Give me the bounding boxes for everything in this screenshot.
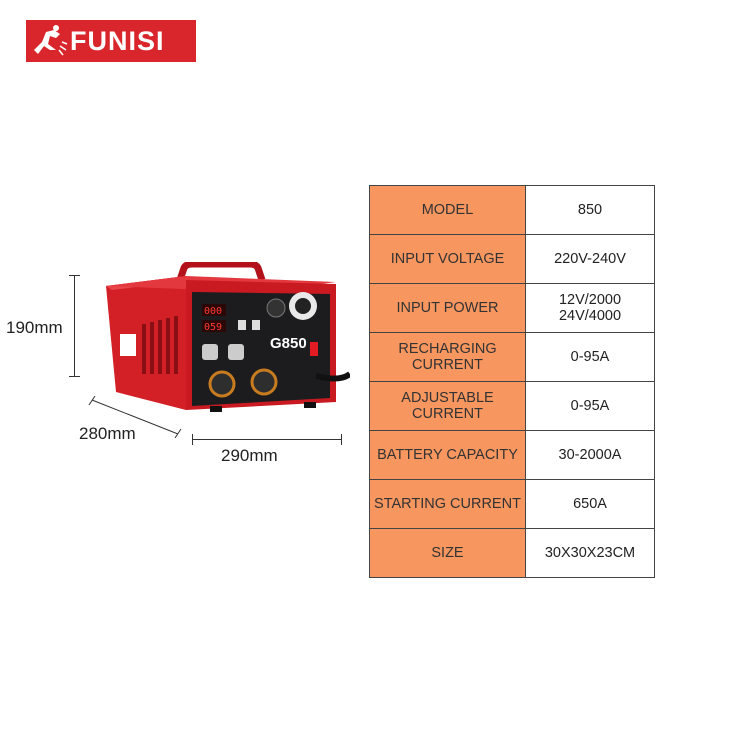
- svg-text:059: 059: [204, 322, 222, 333]
- spec-label: INPUT VOLTAGE: [369, 234, 526, 284]
- spec-value: 220V-240V: [525, 234, 655, 284]
- width-dimension-tick-right: [341, 434, 342, 445]
- spec-value: 0-95A: [525, 381, 655, 431]
- spec-value: 30-2000A: [525, 430, 655, 480]
- spec-label: STARTING CURRENT: [369, 479, 526, 529]
- brand-logo: FUNISI: [26, 20, 196, 62]
- depth-dimension-line: [88, 396, 182, 438]
- spec-value: 30X30X23CM: [525, 528, 655, 578]
- height-dimension-label: 190mm: [6, 318, 63, 337]
- spec-label: INPUT POWER: [369, 283, 526, 333]
- svg-text:000: 000: [204, 306, 222, 317]
- spec-value: 0-95A: [525, 332, 655, 382]
- width-dimension-tick-left: [192, 434, 193, 445]
- spec-label: BATTERY CAPACITY: [369, 430, 526, 480]
- height-dimension-tick-top: [69, 275, 80, 276]
- brand-name: FUNISI: [70, 25, 165, 56]
- depth-dimension-label: 280mm: [79, 424, 136, 443]
- spec-label: SIZE: [369, 528, 526, 578]
- model-badge: G850: [270, 335, 307, 352]
- width-dimension-label: 290mm: [221, 446, 278, 465]
- height-dimension-line: [74, 275, 75, 377]
- spec-label: MODEL: [369, 185, 526, 235]
- spec-value: 650A: [525, 479, 655, 529]
- spec-value: 850: [525, 185, 655, 235]
- battery-charger-image: 000 059 G850: [106, 262, 350, 412]
- welder-logo-icon: [26, 20, 70, 62]
- width-dimension-line: [192, 439, 342, 440]
- height-dimension-tick-bottom: [69, 376, 80, 377]
